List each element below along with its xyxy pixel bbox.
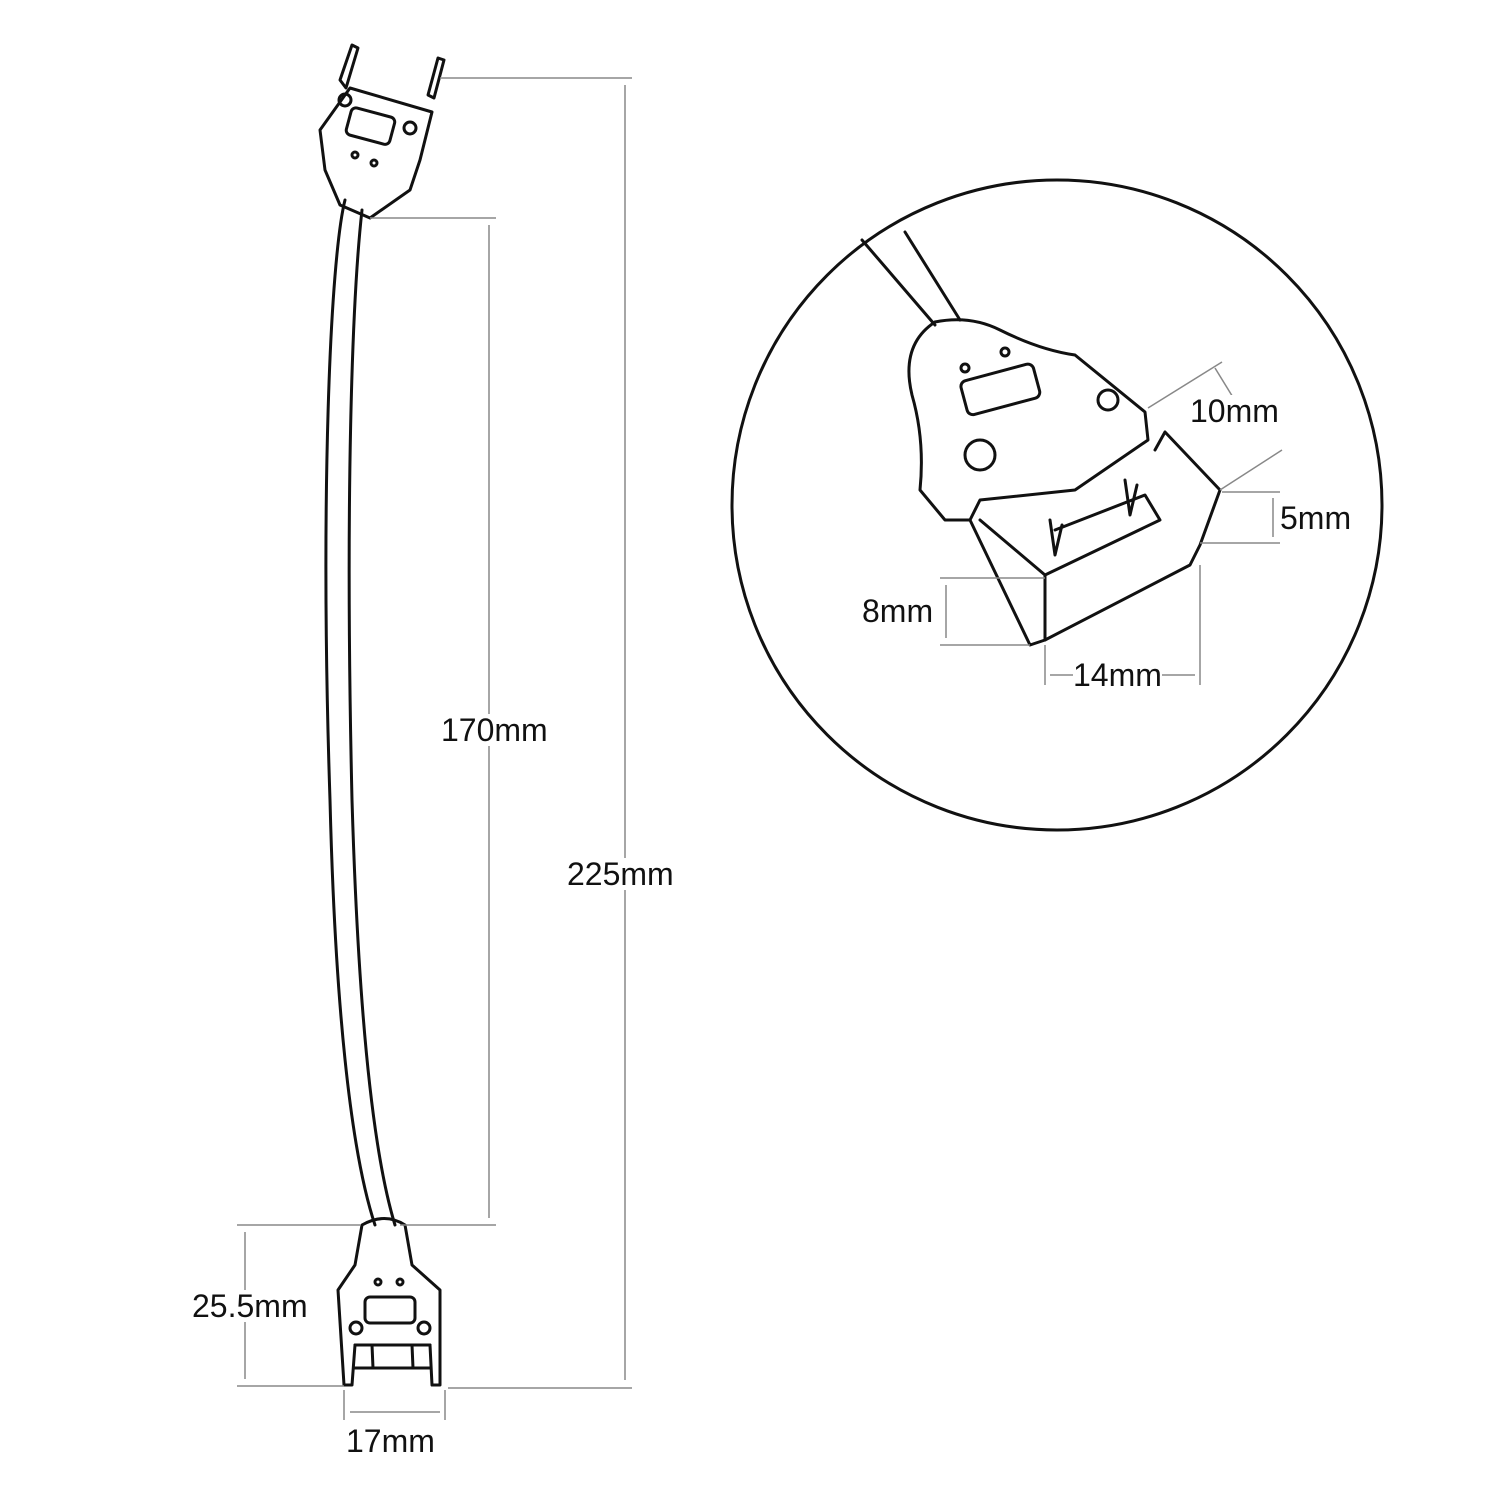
- bottom-connector: [336, 1217, 442, 1387]
- total-length-label: 225mm: [567, 856, 674, 892]
- cable: [324, 198, 377, 1227]
- connector-length-label: 25.5mm: [192, 1288, 308, 1324]
- detail-connector: [860, 230, 1222, 647]
- top-connector: [318, 43, 446, 220]
- detail-slot-width-label: 14mm: [1073, 657, 1162, 693]
- detail-circle: [730, 178, 1384, 832]
- detail-body-height-label: 8mm: [862, 593, 934, 629]
- detail-depth-label: 10mm: [1190, 393, 1279, 429]
- detail-slot-height-label: 5mm: [1280, 500, 1352, 536]
- connector-width-label: 17mm: [346, 1423, 435, 1459]
- cable-length-label: 170mm: [441, 712, 548, 748]
